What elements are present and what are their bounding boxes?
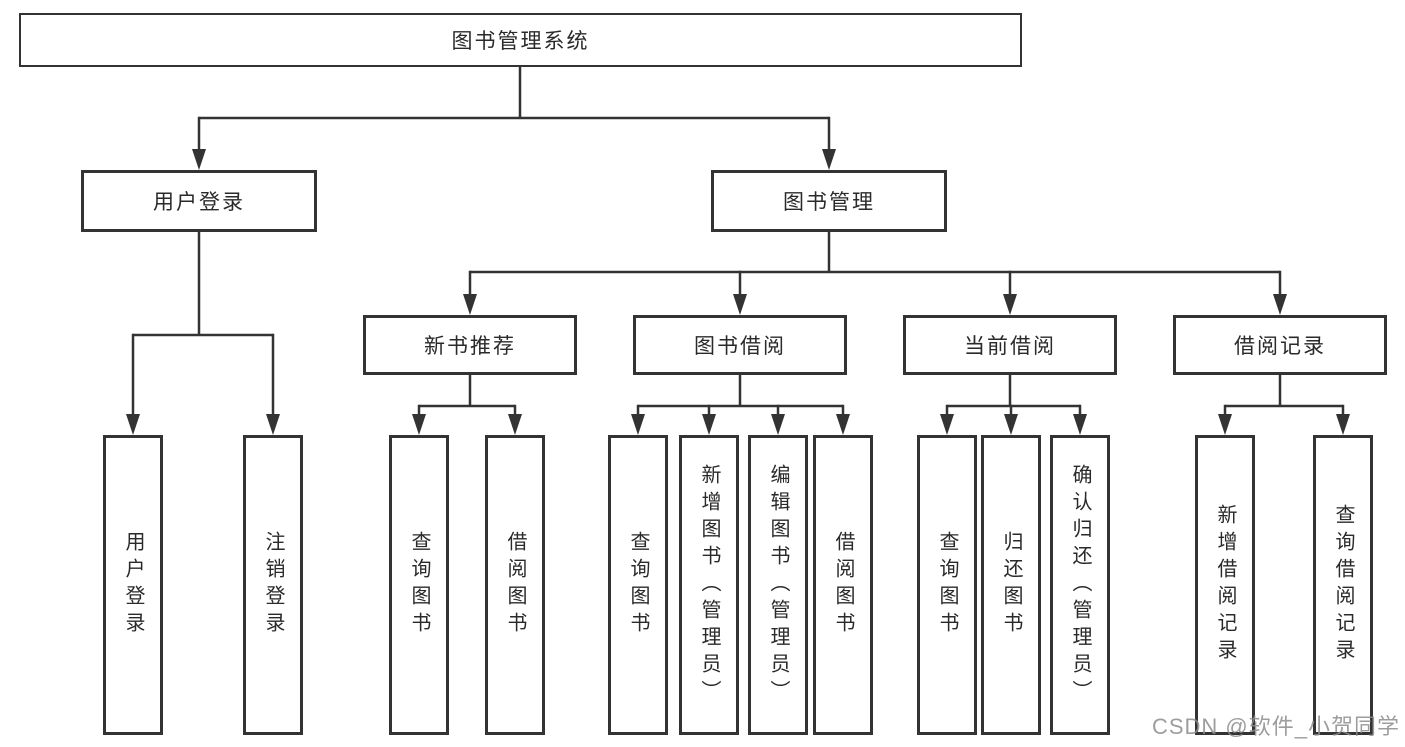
node-label: 查询借阅记录 — [1332, 504, 1354, 666]
leaf-user-login: 用户登录 — [103, 435, 163, 735]
node-label: 查询图书 — [627, 531, 649, 639]
leaf-edit-books-admin: 编辑图书（管理员） — [748, 435, 808, 735]
node-borrowing-records: 借阅记录 — [1173, 315, 1387, 375]
node-label: 图书管理 — [783, 191, 875, 214]
leaf-borrow-books-recommend: 借阅图书 — [485, 435, 545, 735]
node-label: 当前借阅 — [964, 335, 1056, 358]
node-label: 查询图书 — [408, 531, 430, 639]
node-label: 确认归还（管理员） — [1069, 463, 1091, 707]
node-library-management-system: 图书管理系统 — [19, 13, 1022, 67]
leaf-add-books-admin: 新增图书（管理员） — [679, 435, 739, 735]
leaf-query-books-recommend: 查询图书 — [389, 435, 449, 735]
node-label: 查询图书 — [936, 531, 958, 639]
node-label: 用户登录 — [122, 531, 144, 639]
leaf-query-books-borrowing: 查询图书 — [608, 435, 668, 735]
node-book-management: 图书管理 — [711, 170, 947, 232]
leaf-return-books: 归还图书 — [981, 435, 1041, 735]
node-label: 注销登录 — [262, 531, 284, 639]
node-label: 用户登录 — [153, 191, 245, 214]
node-label: 新增借阅记录 — [1214, 504, 1236, 666]
node-book-borrowing: 图书借阅 — [633, 315, 847, 375]
leaf-query-books-current: 查询图书 — [917, 435, 977, 735]
node-user-login: 用户登录 — [81, 170, 317, 232]
node-label: 借阅图书 — [504, 531, 526, 639]
node-label: 图书借阅 — [694, 335, 786, 358]
node-new-book-recommendation: 新书推荐 — [363, 315, 577, 375]
node-label: 借阅记录 — [1234, 335, 1326, 358]
node-current-borrowing: 当前借阅 — [903, 315, 1117, 375]
csdn-watermark: CSDN @软件_小贺同学 — [1151, 714, 1400, 739]
leaf-borrow-books: 借阅图书 — [813, 435, 873, 735]
leaf-query-borrow-record: 查询借阅记录 — [1313, 435, 1373, 735]
leaf-logout: 注销登录 — [243, 435, 303, 735]
node-label: 归还图书 — [1000, 531, 1022, 639]
node-label: 图书管理系统 — [451, 30, 590, 53]
node-label: 新增图书（管理员） — [698, 463, 720, 707]
node-label: 新书推荐 — [424, 335, 516, 358]
node-label: 编辑图书（管理员） — [767, 463, 789, 707]
leaf-add-borrow-record: 新增借阅记录 — [1195, 435, 1255, 735]
node-label: 借阅图书 — [832, 531, 854, 639]
leaf-confirm-return-admin: 确认归还（管理员） — [1050, 435, 1110, 735]
